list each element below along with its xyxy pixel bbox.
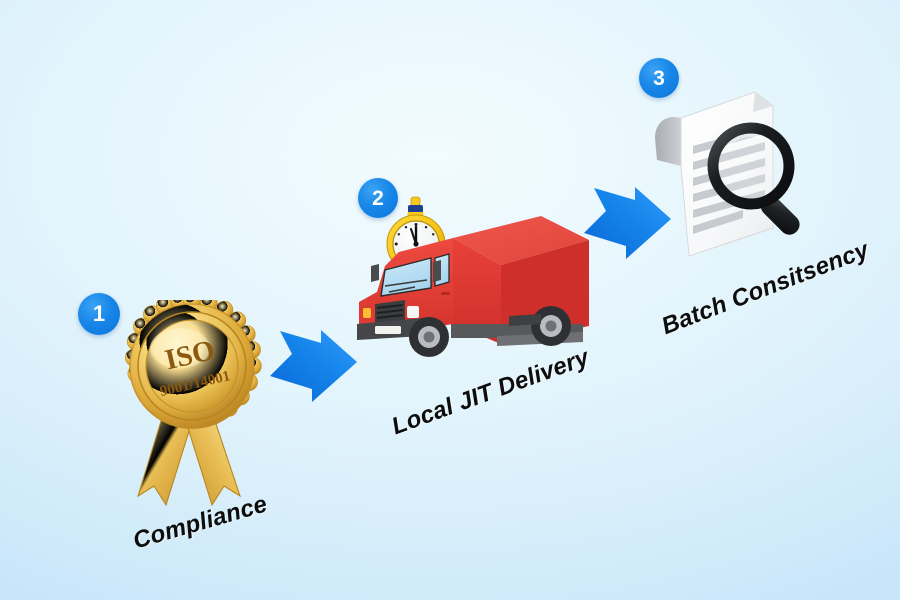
step-badge-1: 1 (78, 293, 120, 335)
magnifier-glare (727, 133, 765, 146)
truck-mirror-right (433, 260, 441, 282)
headlight-right (407, 306, 419, 318)
windshield-wiper-2 (388, 286, 416, 293)
step-badge-3-label: 3 (653, 66, 665, 90)
paper-fold-corner (753, 92, 773, 112)
arrow-step1-to-step2 (268, 328, 360, 402)
rosette-highlight (150, 328, 210, 368)
truck-cab (371, 238, 453, 336)
magnifier-lens (719, 134, 783, 198)
step-badge-2-label: 2 (372, 186, 384, 210)
headlight-left (363, 308, 371, 318)
step-badge-3: 3 (639, 58, 679, 98)
delivery-truck-with-stopwatch (345, 196, 595, 376)
license-plate (375, 326, 401, 334)
document-with-magnifier (645, 88, 845, 268)
truck-wheel-front (409, 317, 449, 357)
magnifier-icon (707, 122, 800, 235)
step-badge-2: 2 (358, 178, 398, 218)
truck-front (357, 292, 423, 340)
iso-certification-rosette: ISO 9001/14001 (118, 291, 268, 515)
magnifier-rim (707, 122, 795, 210)
step-badge-1-label: 1 (92, 301, 106, 326)
rosette-face (145, 319, 239, 413)
arrow-step2-to-step3 (582, 185, 674, 259)
windshield-wiper-1 (384, 279, 428, 287)
magnifier-handle (760, 195, 800, 235)
truck-mirror-left (371, 264, 379, 282)
truck-windshield (380, 257, 432, 297)
truck-wheel-rear (531, 306, 571, 346)
rosette-ribbon-right (187, 417, 242, 507)
rosette-ribbon-left (137, 417, 191, 507)
